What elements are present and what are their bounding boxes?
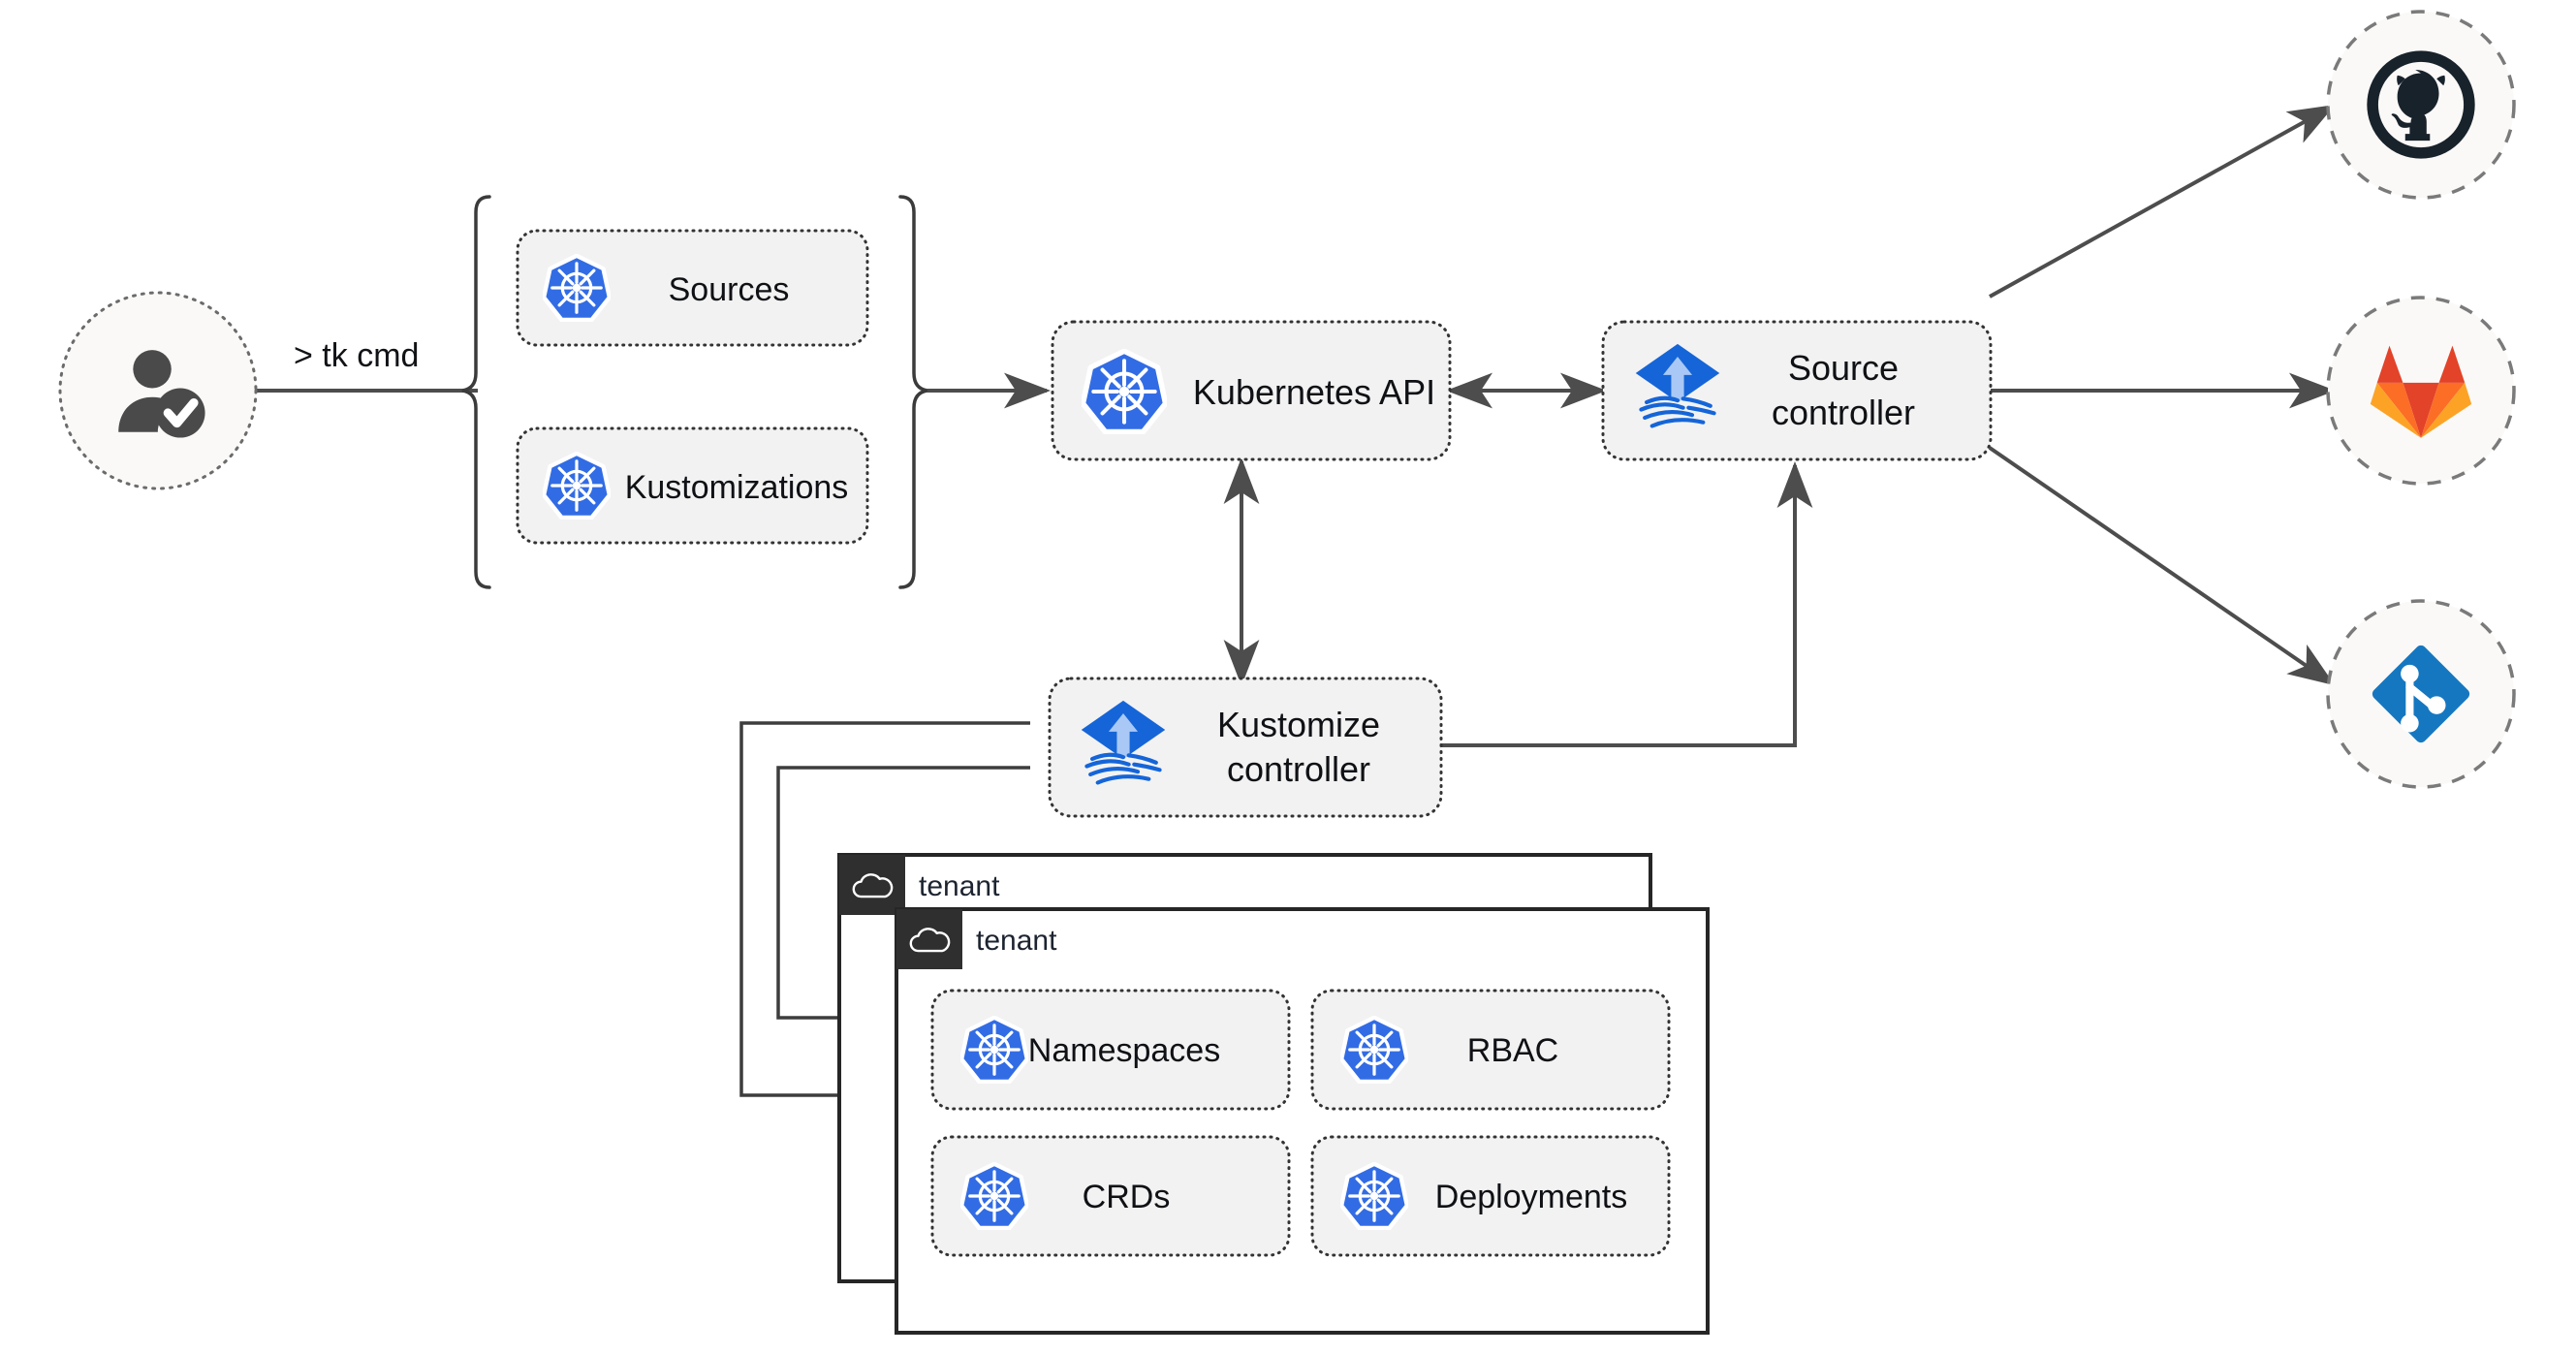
- kubernetes-icon: [1341, 1018, 1406, 1082]
- tenant-resource-namespaces[interactable]: Namespaces: [930, 989, 1291, 1111]
- actor-circle: [58, 291, 258, 490]
- tenant-resource-namespaces-bg: [930, 989, 1291, 1111]
- edge-kustomize-to-tenant-back: [739, 721, 1030, 1111]
- resource-label-kustomizations: Kustomizations: [625, 469, 849, 506]
- tenant-panel-back-label: tenant: [919, 870, 1000, 902]
- tenant-panel-back-tab: [839, 855, 905, 915]
- tenant-panel-front-tab: [896, 909, 962, 969]
- command-label: > tk cmd: [294, 337, 419, 374]
- tenant-panel-front-label: tenant: [976, 925, 1057, 957]
- tenant-resource-label-namespaces: Namespaces: [1028, 1032, 1220, 1069]
- tenant-resource-label-rbac: RBAC: [1467, 1032, 1558, 1069]
- tenant-resource-deployments-bg: [1310, 1135, 1671, 1257]
- resource-box-sources[interactable]: Sources: [516, 229, 869, 347]
- repo-node-git[interactable]: [2326, 599, 2516, 789]
- tenant-panel-front-body: [895, 907, 1710, 1335]
- node-label-kustomize-controller-line1: Kustomize: [1217, 705, 1380, 744]
- tenant-panel-front[interactable]: tenant Namespaces RBAC CRDs Deployments: [895, 907, 1710, 1335]
- edge-source-to-github: [1989, 105, 2336, 299]
- tenant-resource-crds[interactable]: CRDs: [930, 1135, 1291, 1257]
- resource-label-sources: Sources: [669, 271, 790, 308]
- node-label-source-controller-line2: controller: [1772, 393, 1915, 432]
- node-label-kustomize-controller-line2: controller: [1227, 749, 1370, 789]
- repo-node-github[interactable]: [2326, 10, 2516, 200]
- tenant-resource-label-deployments: Deployments: [1435, 1179, 1627, 1215]
- kubernetes-icon: [1341, 1164, 1406, 1228]
- tenant-resource-crds-bg: [930, 1135, 1291, 1257]
- brace-left: [461, 195, 491, 589]
- kubernetes-icon: [1084, 352, 1165, 432]
- kubernetes-icon: [961, 1018, 1026, 1082]
- kubernetes-icon: [544, 256, 609, 320]
- repo-node-gitlab[interactable]: [2326, 296, 2516, 486]
- node-label-kubernetes-api: Kubernetes API: [1193, 372, 1435, 412]
- tenant-resource-rbac-bg: [1310, 989, 1671, 1111]
- node-source-controller-bg: [1601, 320, 1993, 461]
- kubernetes-icon: [961, 1164, 1026, 1228]
- resource-box-sources-bg: [516, 229, 869, 347]
- edge-kustomize-to-source-controller: [1441, 461, 1813, 747]
- node-kustomize-controller-bg: [1048, 677, 1443, 818]
- tenant-resource-label-crds: CRDs: [1083, 1179, 1171, 1215]
- tenant-resource-rbac[interactable]: RBAC: [1310, 989, 1671, 1111]
- node-label-source-controller-line1: Source: [1788, 348, 1899, 388]
- kubernetes-icon: [544, 454, 609, 518]
- actor-node[interactable]: [58, 291, 258, 490]
- tenant-resource-deployments[interactable]: Deployments: [1310, 1135, 1671, 1257]
- resource-box-kustomizations-bg: [516, 426, 869, 545]
- edge-source-to-git: [1988, 446, 2336, 686]
- node-kubernetes-api[interactable]: Kubernetes API: [1051, 320, 1452, 461]
- node-source-controller[interactable]: Source controller: [1601, 320, 1993, 461]
- node-kustomize-controller[interactable]: Kustomize controller: [1048, 677, 1443, 818]
- resource-box-kustomizations[interactable]: Kustomizations: [516, 426, 869, 545]
